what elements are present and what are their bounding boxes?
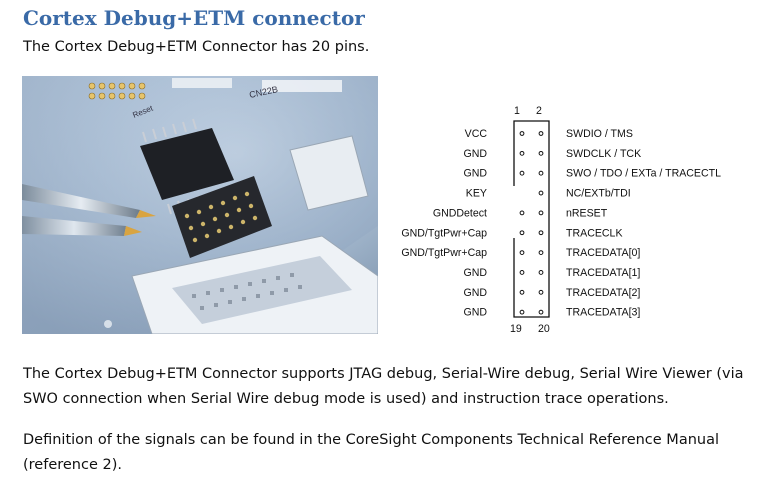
pin-even [538, 131, 544, 136]
board-photo: CN22B Reset [22, 76, 378, 334]
pin-odd [519, 131, 525, 136]
pin-even [538, 170, 544, 176]
reference-paragraph: Definition of the signals can be found i… [23, 432, 719, 473]
left-signal-label: GND [463, 168, 487, 180]
left-signal-label: GND [463, 267, 487, 279]
right-signal-label: SWDCLK / TCK [566, 148, 641, 160]
section-title: Cortex Debug+ETM connector [23, 6, 365, 30]
right-signal-label: nRESET [566, 207, 608, 219]
right-signal-label: TRACEDATA[3] [566, 307, 640, 319]
left-signal-label: GND [463, 287, 487, 299]
pin-odd [519, 250, 525, 256]
pin-odd [519, 150, 525, 156]
pin-odd [519, 270, 525, 275]
left-signal-label: VCC [465, 128, 488, 140]
pin-odd [519, 289, 525, 295]
left-signal-label: GND [463, 307, 487, 319]
right-signal-label: TRACEDATA[0] [566, 247, 640, 259]
pin-number-2: 2 [536, 105, 542, 117]
left-signal-label: GNDDetect [433, 207, 487, 219]
pin-even [538, 309, 544, 315]
right-signal-label: TRACECLK [566, 227, 623, 239]
left-signal-label: KEY [466, 188, 487, 200]
header-outline [513, 120, 550, 318]
pin-even [538, 210, 544, 216]
pin-even [538, 150, 544, 156]
right-signal-label: NC/EXTb/TDI [566, 188, 631, 200]
left-signal-label: GND [463, 148, 487, 160]
pin-even [538, 289, 544, 295]
pin-odd [519, 210, 525, 216]
right-signal-label: SWDIO / TMS [566, 128, 633, 140]
pin-number-20: 20 [538, 323, 550, 335]
pin-even [538, 190, 544, 196]
pin-even [538, 230, 544, 236]
pin-number-1: 1 [514, 105, 520, 117]
right-signal-label: SWO / TDO / EXTa / TRACECTL [566, 168, 721, 180]
left-signal-label: GND/TgtPwr+Cap [401, 227, 487, 239]
pin-odd [519, 170, 525, 176]
right-signal-label: TRACEDATA[2] [566, 287, 640, 299]
pin-number-19: 19 [510, 323, 522, 335]
left-signal-label: GND/TgtPwr+Cap [401, 247, 487, 259]
right-signal-label: TRACEDATA[1] [566, 267, 640, 279]
intro-text: The Cortex Debug+ETM Connector has 20 pi… [23, 39, 370, 55]
pin-even [538, 270, 544, 275]
description-paragraph: The Cortex Debug+ETM Connector supports … [23, 366, 744, 407]
pin-even [538, 250, 544, 256]
pin-odd [519, 309, 525, 315]
pin-odd [519, 230, 525, 236]
